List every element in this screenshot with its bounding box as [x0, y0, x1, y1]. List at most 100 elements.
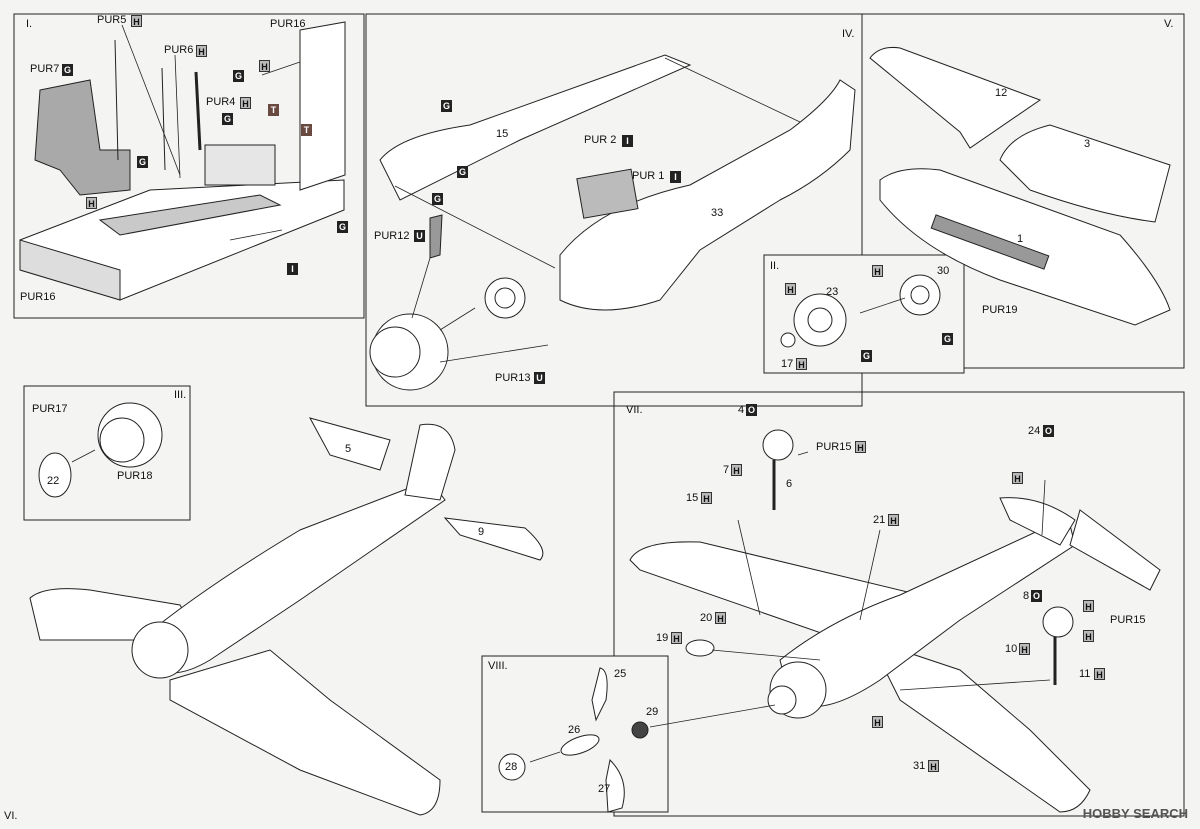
color-tag-h: H	[1019, 643, 1030, 655]
color-tag-h: H	[1094, 668, 1105, 680]
part-label: 31	[913, 760, 926, 772]
color-tag-h: H	[796, 358, 807, 370]
part-label: 11	[1079, 668, 1091, 680]
section-4-title: IV.	[842, 28, 855, 40]
section-3-title: III.	[174, 389, 187, 401]
part-label: PUR4	[206, 96, 236, 108]
part-label: 1	[1017, 233, 1024, 245]
section-6-title: VI.	[4, 810, 18, 822]
color-tag-g: G	[861, 350, 872, 362]
part-label: 17	[781, 358, 794, 370]
color-tag-h: H	[855, 441, 866, 453]
part-label: 10	[1005, 643, 1018, 655]
part-label: 15	[686, 492, 699, 504]
part-label: PUR6	[164, 44, 194, 56]
part-label: 4	[738, 404, 745, 416]
part-label: 12	[995, 87, 1008, 99]
part-label: 23	[826, 286, 839, 298]
section-1-title: I.	[26, 18, 33, 30]
part-label: PUR12	[374, 230, 410, 242]
watermark: HOBBY SEARCH	[1082, 806, 1188, 821]
color-tag-g: G	[441, 100, 452, 112]
section-5-title: V.	[1164, 18, 1174, 30]
color-tag-g: G	[233, 70, 244, 82]
part-label: 7	[723, 464, 730, 476]
part-label: 22	[47, 475, 60, 487]
color-tag-h: H	[872, 265, 883, 277]
wing-assembly	[869, 47, 1171, 326]
section-5-frame	[766, 13, 1185, 369]
color-tag-h: H	[240, 97, 251, 109]
fuselage-assembly	[369, 54, 856, 391]
color-tag-h: H	[1083, 600, 1094, 612]
cowling-parts	[38, 402, 163, 498]
part-label: 30	[937, 265, 950, 277]
color-tag-h: H	[86, 197, 97, 209]
color-tag-g: G	[222, 113, 233, 125]
part-label: 26	[568, 724, 581, 736]
color-tag-h: H	[701, 492, 712, 504]
part-label: 5	[345, 443, 352, 455]
part-label: PUR19	[982, 304, 1018, 316]
color-tag-i: I	[287, 263, 298, 275]
part-label: 20	[700, 612, 713, 624]
color-tag-o: O	[746, 404, 757, 416]
section-3-frame	[23, 385, 191, 521]
color-tag-h: H	[928, 760, 939, 772]
section-7-title: VII.	[626, 404, 643, 416]
part-label: PUR5	[97, 14, 127, 26]
part-label: 33	[711, 207, 724, 219]
color-tag-h: H	[872, 716, 883, 728]
color-tag-t: T	[301, 124, 312, 136]
part-label: PUR 2	[584, 134, 617, 146]
color-tag-h: H	[731, 464, 742, 476]
color-tag-h: H	[785, 283, 796, 295]
color-tag-u: U	[534, 372, 545, 384]
color-tag-o: O	[1031, 590, 1042, 602]
part-label: 3	[1084, 138, 1091, 150]
color-tag-g: G	[942, 333, 953, 345]
engine-parts	[780, 274, 941, 348]
part-label: PUR16	[270, 18, 306, 30]
color-tag-h: H	[715, 612, 726, 624]
color-tag-h: H	[259, 60, 270, 72]
color-tag-g: G	[337, 221, 348, 233]
color-tag-h: H	[1012, 472, 1023, 484]
part-label: 25	[614, 668, 627, 680]
color-tag-h: H	[671, 632, 682, 644]
part-label: 9	[478, 526, 485, 538]
color-tag-g: G	[137, 156, 148, 168]
part-label: 29	[646, 706, 659, 718]
part-label: 15	[496, 128, 509, 140]
color-tag-i: I	[622, 135, 633, 147]
part-label: PUR13	[495, 372, 531, 384]
color-tag-i: I	[670, 171, 681, 183]
part-label: PUR7	[30, 63, 60, 75]
part-label: 8	[1023, 590, 1030, 602]
color-tag-h: H	[196, 45, 207, 57]
part-label: PUR17	[32, 403, 68, 415]
section-8-title: VIII.	[488, 660, 508, 672]
part-label: 28	[505, 761, 518, 773]
color-tag-h: H	[1083, 630, 1094, 642]
color-tag-g: G	[62, 64, 73, 76]
color-tag-g: G	[457, 166, 468, 178]
part-label: PUR 1	[632, 170, 665, 182]
section-7-frame	[613, 391, 1185, 817]
aircraft-assembly	[629, 429, 1161, 813]
propeller-parts	[498, 667, 649, 813]
part-label: PUR15	[816, 441, 852, 453]
part-label: 6	[786, 478, 793, 490]
cockpit-assembly	[19, 21, 346, 301]
part-label: PUR15	[1110, 614, 1146, 626]
color-tag-u: U	[414, 230, 425, 242]
part-label: 19	[656, 632, 669, 644]
part-label: PUR18	[117, 470, 153, 482]
color-tag-o: O	[1043, 425, 1054, 437]
color-tag-h: H	[131, 15, 142, 27]
section-2-title: II.	[770, 260, 780, 272]
color-tag-g: G	[432, 193, 443, 205]
part-label: 21	[873, 514, 886, 526]
airframe-overview	[29, 417, 544, 816]
